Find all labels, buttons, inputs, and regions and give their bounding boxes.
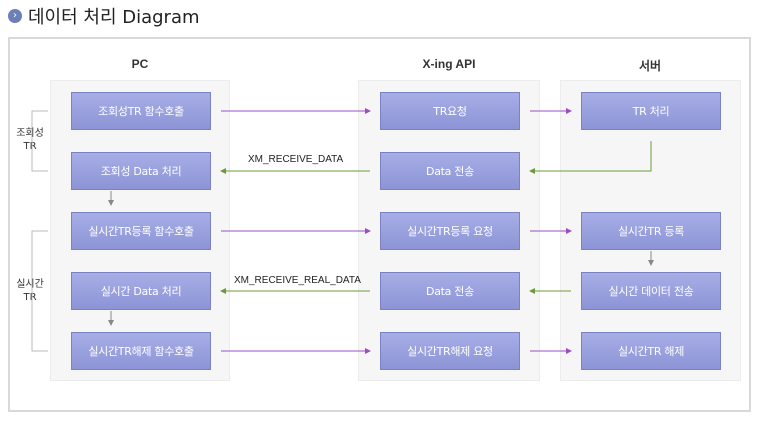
receive-data-label: XM_RECEIVE_DATA — [248, 154, 344, 165]
server-tr-process-box: TR 처리 — [581, 92, 721, 130]
api-realtime-data-send-box: Data 전송 — [380, 272, 520, 310]
chevron-right-icon: › — [8, 9, 22, 23]
server-realtime-register-box: 실시간TR 등록 — [581, 212, 721, 250]
api-data-send-box: Data 전송 — [380, 152, 520, 190]
server-realtime-data-box: 실시간 데이터 전송 — [581, 272, 721, 310]
pc-realtime-data-box: 실시간 Data 처리 — [71, 272, 211, 310]
api-realtime-release-box: 실시간TR해제 요청 — [380, 332, 520, 370]
realtime-tr-bracket — [31, 230, 48, 352]
api-tr-request-box: TR요청 — [380, 92, 520, 130]
pc-realtime-register-box: 실시간TR등록 함수호출 — [71, 212, 211, 250]
pc-query-call-box: 조회성TR 함수호출 — [71, 92, 211, 130]
receive-real-data-label: XM_RECEIVE_REAL_DATA — [234, 275, 361, 286]
query-tr-label: 조회성 TR — [15, 127, 45, 153]
query-tr-bracket — [31, 110, 48, 172]
realtime-tr-text: 실시간 TR — [16, 279, 44, 303]
server-realtime-release-box: 실시간TR 해제 — [581, 332, 721, 370]
page-title: 데이터 처리 Diagram — [28, 7, 200, 28]
query-tr-text: 조회성 TR — [16, 128, 44, 152]
api-realtime-register-box: 실시간TR등록 요청 — [380, 212, 520, 250]
arrow-server-to-api-2 — [529, 141, 652, 174]
pc-realtime-release-box: 실시간TR해제 함수호출 — [71, 332, 211, 370]
title-row: › 데이터 처리 Diagram — [8, 4, 200, 28]
pc-header: PC — [131, 57, 149, 71]
pc-query-data-box: 조회성 Data 처리 — [71, 152, 211, 190]
api-header: X-ing API — [422, 57, 476, 71]
server-header: 서버 — [638, 59, 662, 73]
realtime-tr-label: 실시간 TR — [15, 278, 45, 304]
